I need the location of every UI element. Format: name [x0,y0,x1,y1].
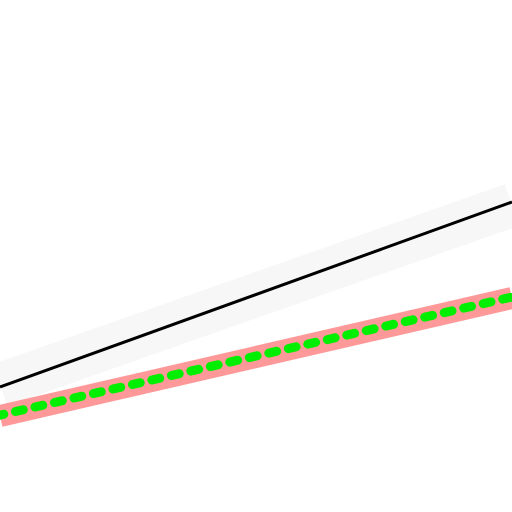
black-line [0,200,512,389]
green-dotted-line [0,292,512,420]
